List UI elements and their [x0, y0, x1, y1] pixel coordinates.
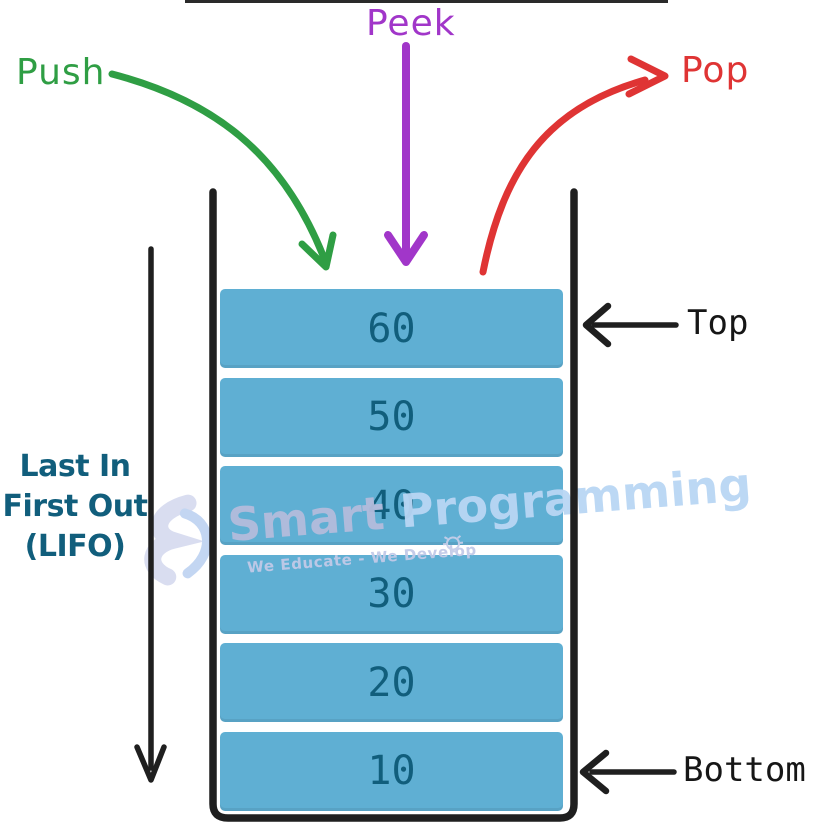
stack-container: 60 50 40 30 20 10: [220, 289, 563, 811]
push-label: Push: [16, 52, 106, 93]
stack-item-value: 20: [367, 659, 416, 706]
peek-label: Peek: [366, 3, 456, 44]
lifo-line-3: (LIFO): [24, 529, 126, 564]
cropped-title-strip: [185, 0, 668, 3]
top-pointer-arrow: [582, 302, 679, 348]
stack-item-value: 50: [367, 394, 416, 440]
pop-label: Pop: [681, 50, 750, 91]
stack-item: 60: [220, 289, 563, 368]
pop-arrow: [479, 55, 669, 276]
stack-item-value: 10: [367, 748, 416, 794]
push-arrow: [108, 70, 337, 271]
bottom-pointer-arrow: [579, 749, 677, 795]
stack-item: 10: [220, 731, 563, 811]
stack-item: 40: [220, 466, 563, 545]
stack-item: 50: [220, 377, 563, 457]
stack-item: 20: [220, 643, 563, 722]
stack-item-value: 40: [367, 482, 416, 529]
lifo-line-1: Last In: [19, 449, 131, 484]
lifo-caption: Last In First Out (LIFO): [0, 447, 150, 567]
peek-arrow: [384, 42, 428, 266]
lifo-line-2: First Out: [2, 489, 148, 524]
top-pointer-label: Top: [687, 303, 749, 343]
stack-item: 30: [220, 554, 563, 634]
stack-item-value: 30: [367, 571, 416, 617]
bottom-pointer-label: Bottom: [683, 750, 806, 790]
stack-item-value: 60: [367, 305, 416, 352]
